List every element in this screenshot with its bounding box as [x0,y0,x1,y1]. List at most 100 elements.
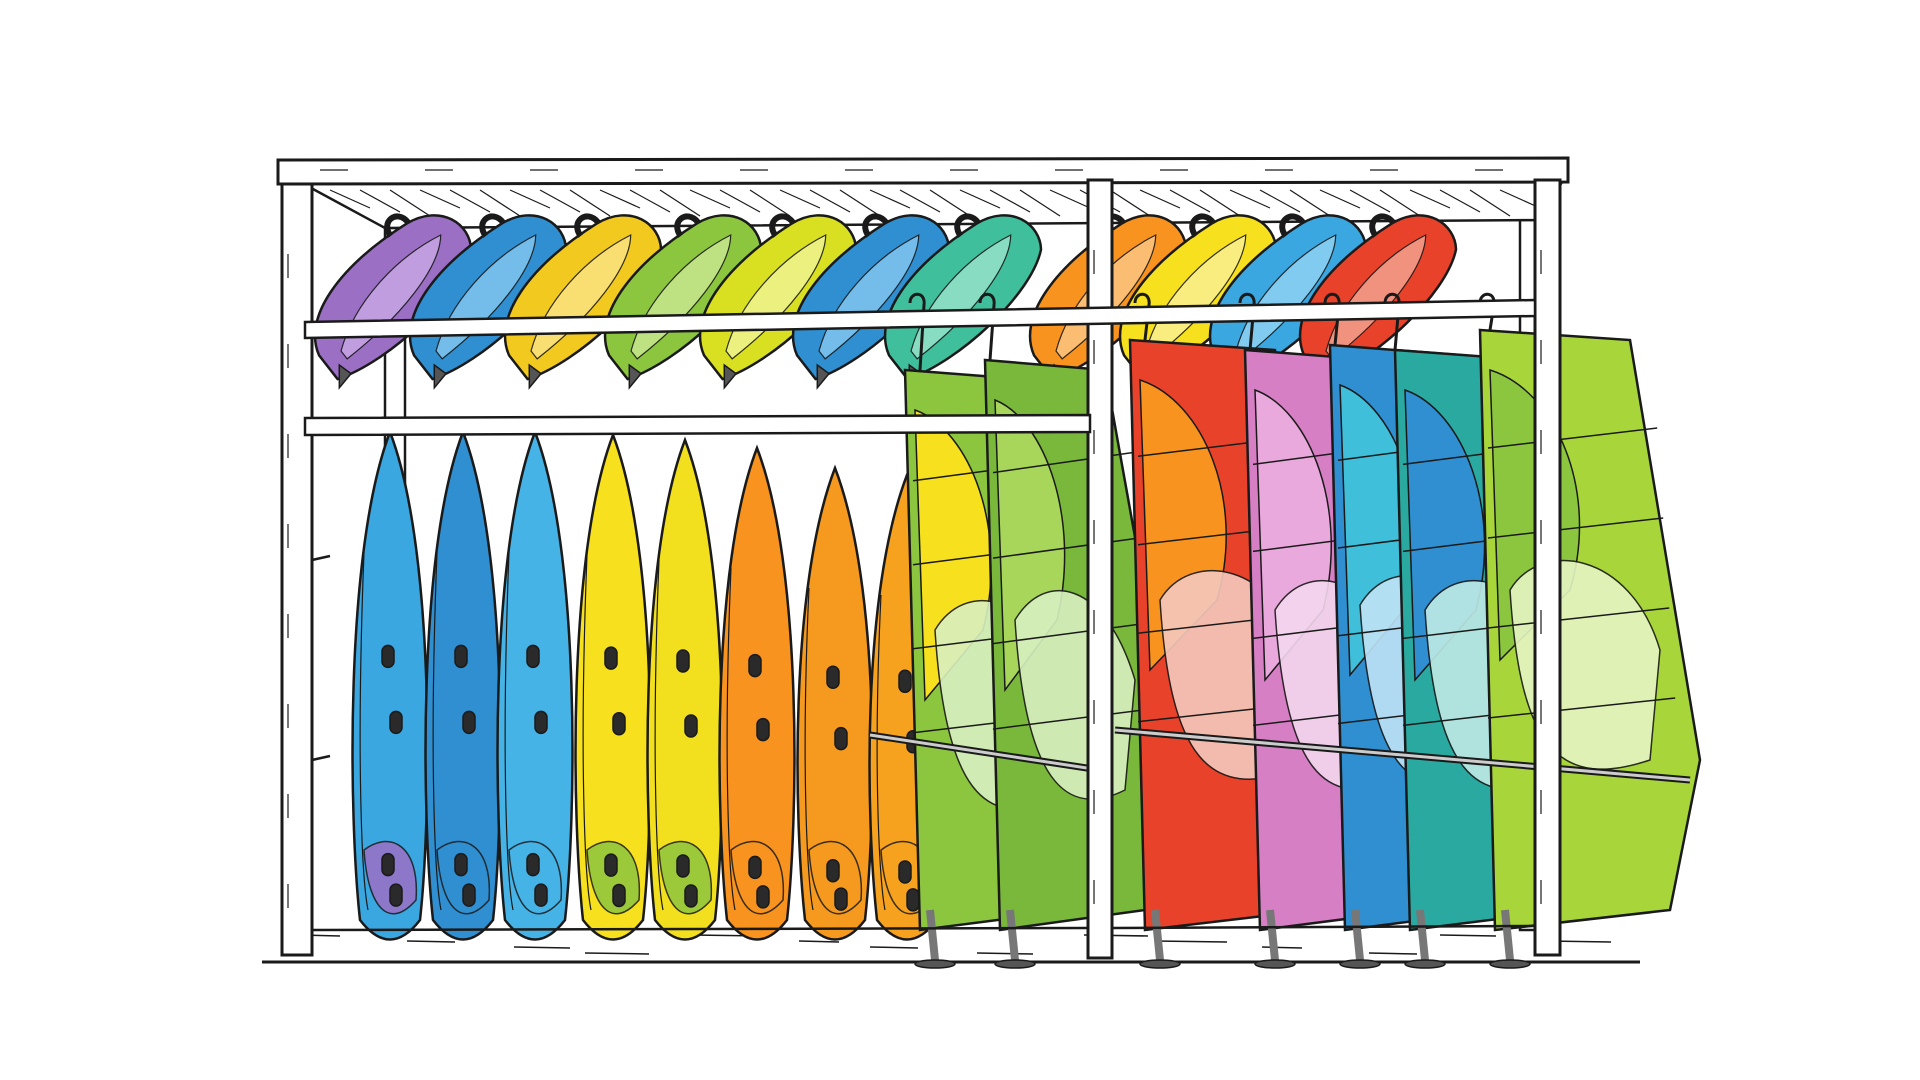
foot-strap [676,649,690,673]
board-rail [359,551,369,911]
foot-strap [756,885,770,909]
roof-hatch [419,189,461,209]
floor-hatch [1439,934,1497,937]
sail-hook [908,292,926,371]
mast-base [1404,959,1446,969]
foot-strap [604,646,618,670]
foot-strap [826,859,840,883]
board-handle [574,213,601,238]
mast-foot [926,909,939,961]
standing-board [718,444,796,941]
foot-strap [462,883,476,907]
roof-hatch [1199,189,1241,217]
roof-hatch [899,189,941,213]
board-fin [628,363,643,390]
roof-hatch [509,189,551,209]
foot-strap [454,644,468,669]
board-tail-accent [363,840,418,915]
foot-strap [612,712,626,736]
foot-strap [898,669,912,694]
floor-hatch [406,940,456,943]
roof-hatch [1139,189,1181,209]
board-rail [804,587,814,911]
mast-base [1339,959,1381,969]
top-board [1118,213,1278,390]
floor-hatch [1368,952,1418,955]
board-tail-accent [436,840,491,915]
floor-hatch [1154,940,1228,943]
board-handle [1369,213,1396,238]
roof-hatch [629,189,671,213]
mast-base [1254,959,1296,969]
roof-hatch [1319,189,1361,209]
hanging-sails [869,292,1702,969]
foot-strap [834,726,848,751]
roof-plank [276,156,1570,186]
side-rail [311,554,331,562]
mast-base [1139,959,1181,969]
board-rail [654,559,664,911]
board-rail [432,551,442,911]
roof-hatch [539,189,581,213]
standing-board-body [424,428,502,941]
sail-batten [1487,697,1676,719]
roof-hatch [929,189,971,217]
board-handle [674,213,701,238]
shelf-beam [303,413,1092,437]
standing-board [496,428,574,941]
board-fin [528,363,543,390]
roof-hatch [329,189,371,209]
foot-strap [462,710,476,735]
roof-hatch [389,189,431,217]
roof-hatch [719,189,761,213]
roof-hatch [989,189,1031,213]
foot-strap [748,855,762,880]
board-rail [504,551,514,911]
roof-hatch [359,189,401,213]
board-handle [769,213,796,238]
board-handle [384,213,411,238]
standing-board-body [496,428,574,941]
roof-hatch [1109,189,1151,217]
standing-board-body [646,436,724,941]
roof-hatch [659,189,701,217]
standing-board [424,428,502,941]
foot-strap [604,853,618,877]
sail-batten [1487,427,1658,449]
roof-hatch [869,189,911,209]
roof-hatch [1499,189,1541,209]
standing-board-body [718,444,796,941]
sail-batten [992,622,1145,645]
board-fin [338,363,353,390]
roof-hatch [839,189,881,217]
roof-hatch [1379,189,1421,217]
mast-foot [1151,909,1164,961]
board-tail-accent [658,840,713,915]
floor-hatch [798,940,840,943]
foot-strap [748,653,762,678]
roof-hatch [1439,189,1481,213]
standing-board-body [796,464,874,941]
board-handle [862,213,889,238]
boom-highlight [869,733,1101,772]
foot-strap [612,883,626,908]
board-rail [726,567,736,911]
mast-base [994,959,1036,969]
roof-hatch [1289,189,1331,217]
standing-board [574,431,652,941]
foot-strap [684,714,698,738]
floor-hatch [584,952,650,955]
roof-hatch [569,189,611,217]
foot-strap [826,665,840,689]
board-handle [954,213,981,238]
roof-hatch [1229,189,1271,209]
roof-hatch [1409,189,1451,209]
roof-hatch [1169,189,1211,213]
roof-hatch [749,189,791,217]
foot-strap [381,852,395,877]
front-post [1086,178,1114,960]
roof-hatch [599,189,641,209]
roof-hatch [1019,189,1061,217]
foot-strap [756,717,770,742]
foot-strap [906,888,920,912]
